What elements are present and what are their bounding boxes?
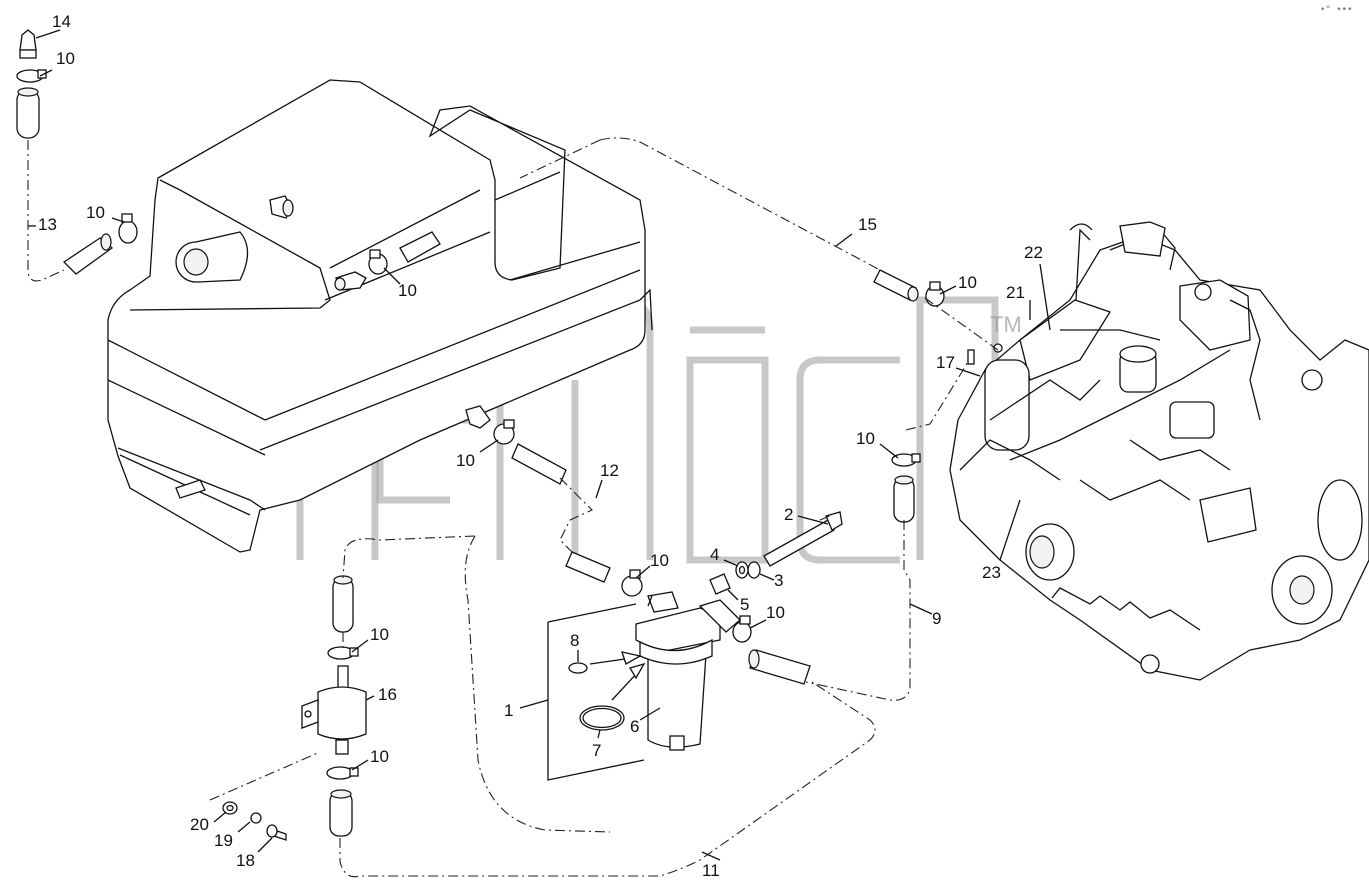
callout-10-filter-out: 10 [766,603,785,622]
hose-13-lower [62,233,114,275]
callout-1: 1 [504,701,513,720]
hose-12-lower [565,551,611,583]
clamp-10-tank [368,249,388,275]
callout-4: 4 [710,545,719,564]
callout-10-16-top: 10 [370,625,389,644]
hose-13-upper [16,87,40,139]
callout-23: 23 [982,563,1001,582]
washer-3 [747,561,761,579]
hose-12-upper [511,443,567,485]
bolt-2 [763,511,843,567]
clamp-10-9 [891,453,921,467]
clamp-10-16-bottom [326,766,359,780]
tank-fitting-bottom [465,405,491,429]
callout-10-15: 10 [958,273,977,292]
callout-7: 7 [592,741,601,760]
washer-4 [735,561,749,579]
callout-10-13: 10 [86,203,105,222]
callout-18: 18 [236,851,255,870]
callout-15: 15 [858,215,877,234]
clamp-10-filter-out [732,615,752,643]
fuel-tank [107,79,653,553]
callout-17: 17 [936,353,955,372]
fuel-filter-6 [635,591,741,751]
callout-10-9: 10 [856,429,875,448]
corner-mark: •° ••• [1320,5,1353,15]
hose-left-upper [332,575,354,633]
leader-lines [28,29,1051,861]
bolt-18 [266,824,287,841]
callout-10-tank: 10 [398,281,417,300]
hose-tank-top [399,231,441,263]
callout-2: 2 [784,505,793,524]
callout-20: 20 [190,815,209,834]
washer-20 [222,801,238,815]
callout-labels: 14 10 13 10 10 15 10 22 21 17 10 10 12 1… [38,12,1043,880]
callout-16: 16 [378,685,397,704]
arrow-head-7 [629,662,646,680]
clamp-10-16-top [327,646,359,660]
washer-19 [250,812,262,824]
callout-11: 11 [702,861,720,880]
clamp-10-13 [118,213,138,244]
callout-19: 19 [214,831,233,850]
hose-right [748,649,811,685]
callout-6: 6 [630,717,639,736]
clamp-10-12 [493,419,515,445]
watermark-trademark: TM [990,312,1022,337]
callout-14: 14 [52,12,71,31]
callout-5: 5 [740,595,749,614]
hose-15 [873,269,919,302]
hose-left-lower [329,789,353,837]
callout-10-filter-in: 10 [650,551,669,570]
callout-8: 8 [570,631,579,650]
hose-9-upper [893,475,915,523]
prefilter-16 [301,665,367,755]
routing-lines [27,137,999,878]
o-ring-8 [568,662,588,674]
callout-12: 12 [600,461,619,480]
tank-fitting-side [334,271,367,291]
o-ring-7 [579,705,625,731]
arrow-o-ring-7 [611,671,639,701]
callout-22: 22 [1024,243,1043,262]
callout-9: 9 [932,609,941,628]
clamp-10-top [16,69,47,83]
breather-14 [19,29,37,59]
callout-10-top: 10 [56,49,75,68]
spacer-5 [709,573,731,595]
callout-13: 13 [38,215,57,234]
callout-10-16-bottom: 10 [370,747,389,766]
clamp-10-15 [925,281,945,307]
callout-3: 3 [774,571,783,590]
callout-10-12: 10 [456,451,475,470]
tank-fitting-top [269,195,294,219]
clamp-10-filter-in [621,569,643,597]
arrow-head-8 [621,651,642,665]
engine-assembly [949,221,1369,681]
callout-21: 21 [1006,283,1025,302]
